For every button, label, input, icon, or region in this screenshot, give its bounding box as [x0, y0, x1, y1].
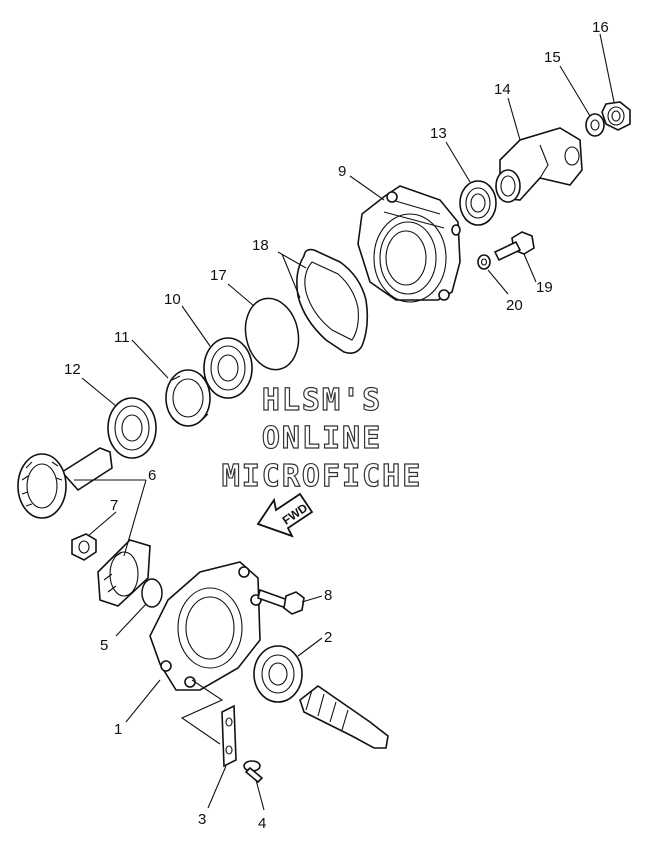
part-8-bolt[interactable] [257, 588, 305, 615]
callout-6: 6 [148, 467, 156, 484]
callout-10: 10 [164, 291, 181, 308]
part-17-o-ring[interactable] [239, 293, 305, 374]
callout-20: 20 [506, 297, 523, 314]
part-7-nut[interactable] [71, 533, 97, 561]
part-20-washer[interactable] [477, 254, 491, 270]
watermark-line-3: MICROFICHE [222, 459, 423, 494]
callout-3: 3 [198, 811, 206, 828]
callout-15: 15 [544, 49, 561, 66]
callout-5: 5 [100, 637, 108, 654]
callout-14: 14 [494, 81, 511, 98]
part-19-bolt[interactable] [493, 231, 535, 262]
part-9-housing[interactable] [357, 185, 461, 303]
part-15-washer[interactable] [585, 113, 605, 137]
watermark: HLSM'S ONLINE MICROFICHE [221, 382, 423, 494]
callout-12: 12 [64, 361, 81, 378]
callout-16: 16 [592, 19, 609, 36]
part-6-ring-gear[interactable] [17, 447, 113, 519]
part-4-screw[interactable] [243, 760, 264, 784]
part-3-lock-plate[interactable] [221, 704, 237, 768]
part-10-bearing[interactable] [203, 337, 253, 399]
part-13-oil-seal[interactable] [459, 180, 497, 226]
part-16-nut[interactable] [601, 101, 631, 131]
callout-8: 8 [324, 587, 332, 604]
callout-4: 4 [258, 815, 266, 832]
part-14-yoke[interactable] [495, 127, 583, 203]
callout-19: 19 [536, 279, 553, 296]
watermark-line-2: ONLINE [262, 421, 382, 456]
part-2-bearing[interactable] [253, 645, 303, 703]
callout-1: 1 [114, 721, 122, 738]
callout-labels: 16 15 14 13 9 18 17 10 11 12 19 20 6 7 8… [64, 19, 609, 832]
part-6-pinion-gear[interactable] [97, 539, 151, 607]
leader-lines [74, 33, 615, 811]
part-18-gasket[interactable] [296, 248, 369, 354]
watermark-line-1: HLSM'S [262, 383, 382, 418]
pinion-shaft[interactable] [299, 685, 389, 749]
callout-9: 9 [338, 163, 346, 180]
callout-11: 11 [114, 329, 130, 346]
callout-7: 7 [110, 497, 118, 514]
callout-17: 17 [210, 267, 227, 284]
part-1-case[interactable] [149, 561, 262, 691]
part-12-bearing[interactable] [107, 397, 157, 459]
part-5-shim[interactable] [141, 578, 163, 608]
part-11-bearing-retainer[interactable] [165, 369, 211, 427]
callout-18: 18 [252, 237, 269, 254]
callout-13: 13 [430, 125, 447, 142]
fwd-arrow: FWD [256, 492, 314, 538]
callout-2: 2 [324, 629, 332, 646]
